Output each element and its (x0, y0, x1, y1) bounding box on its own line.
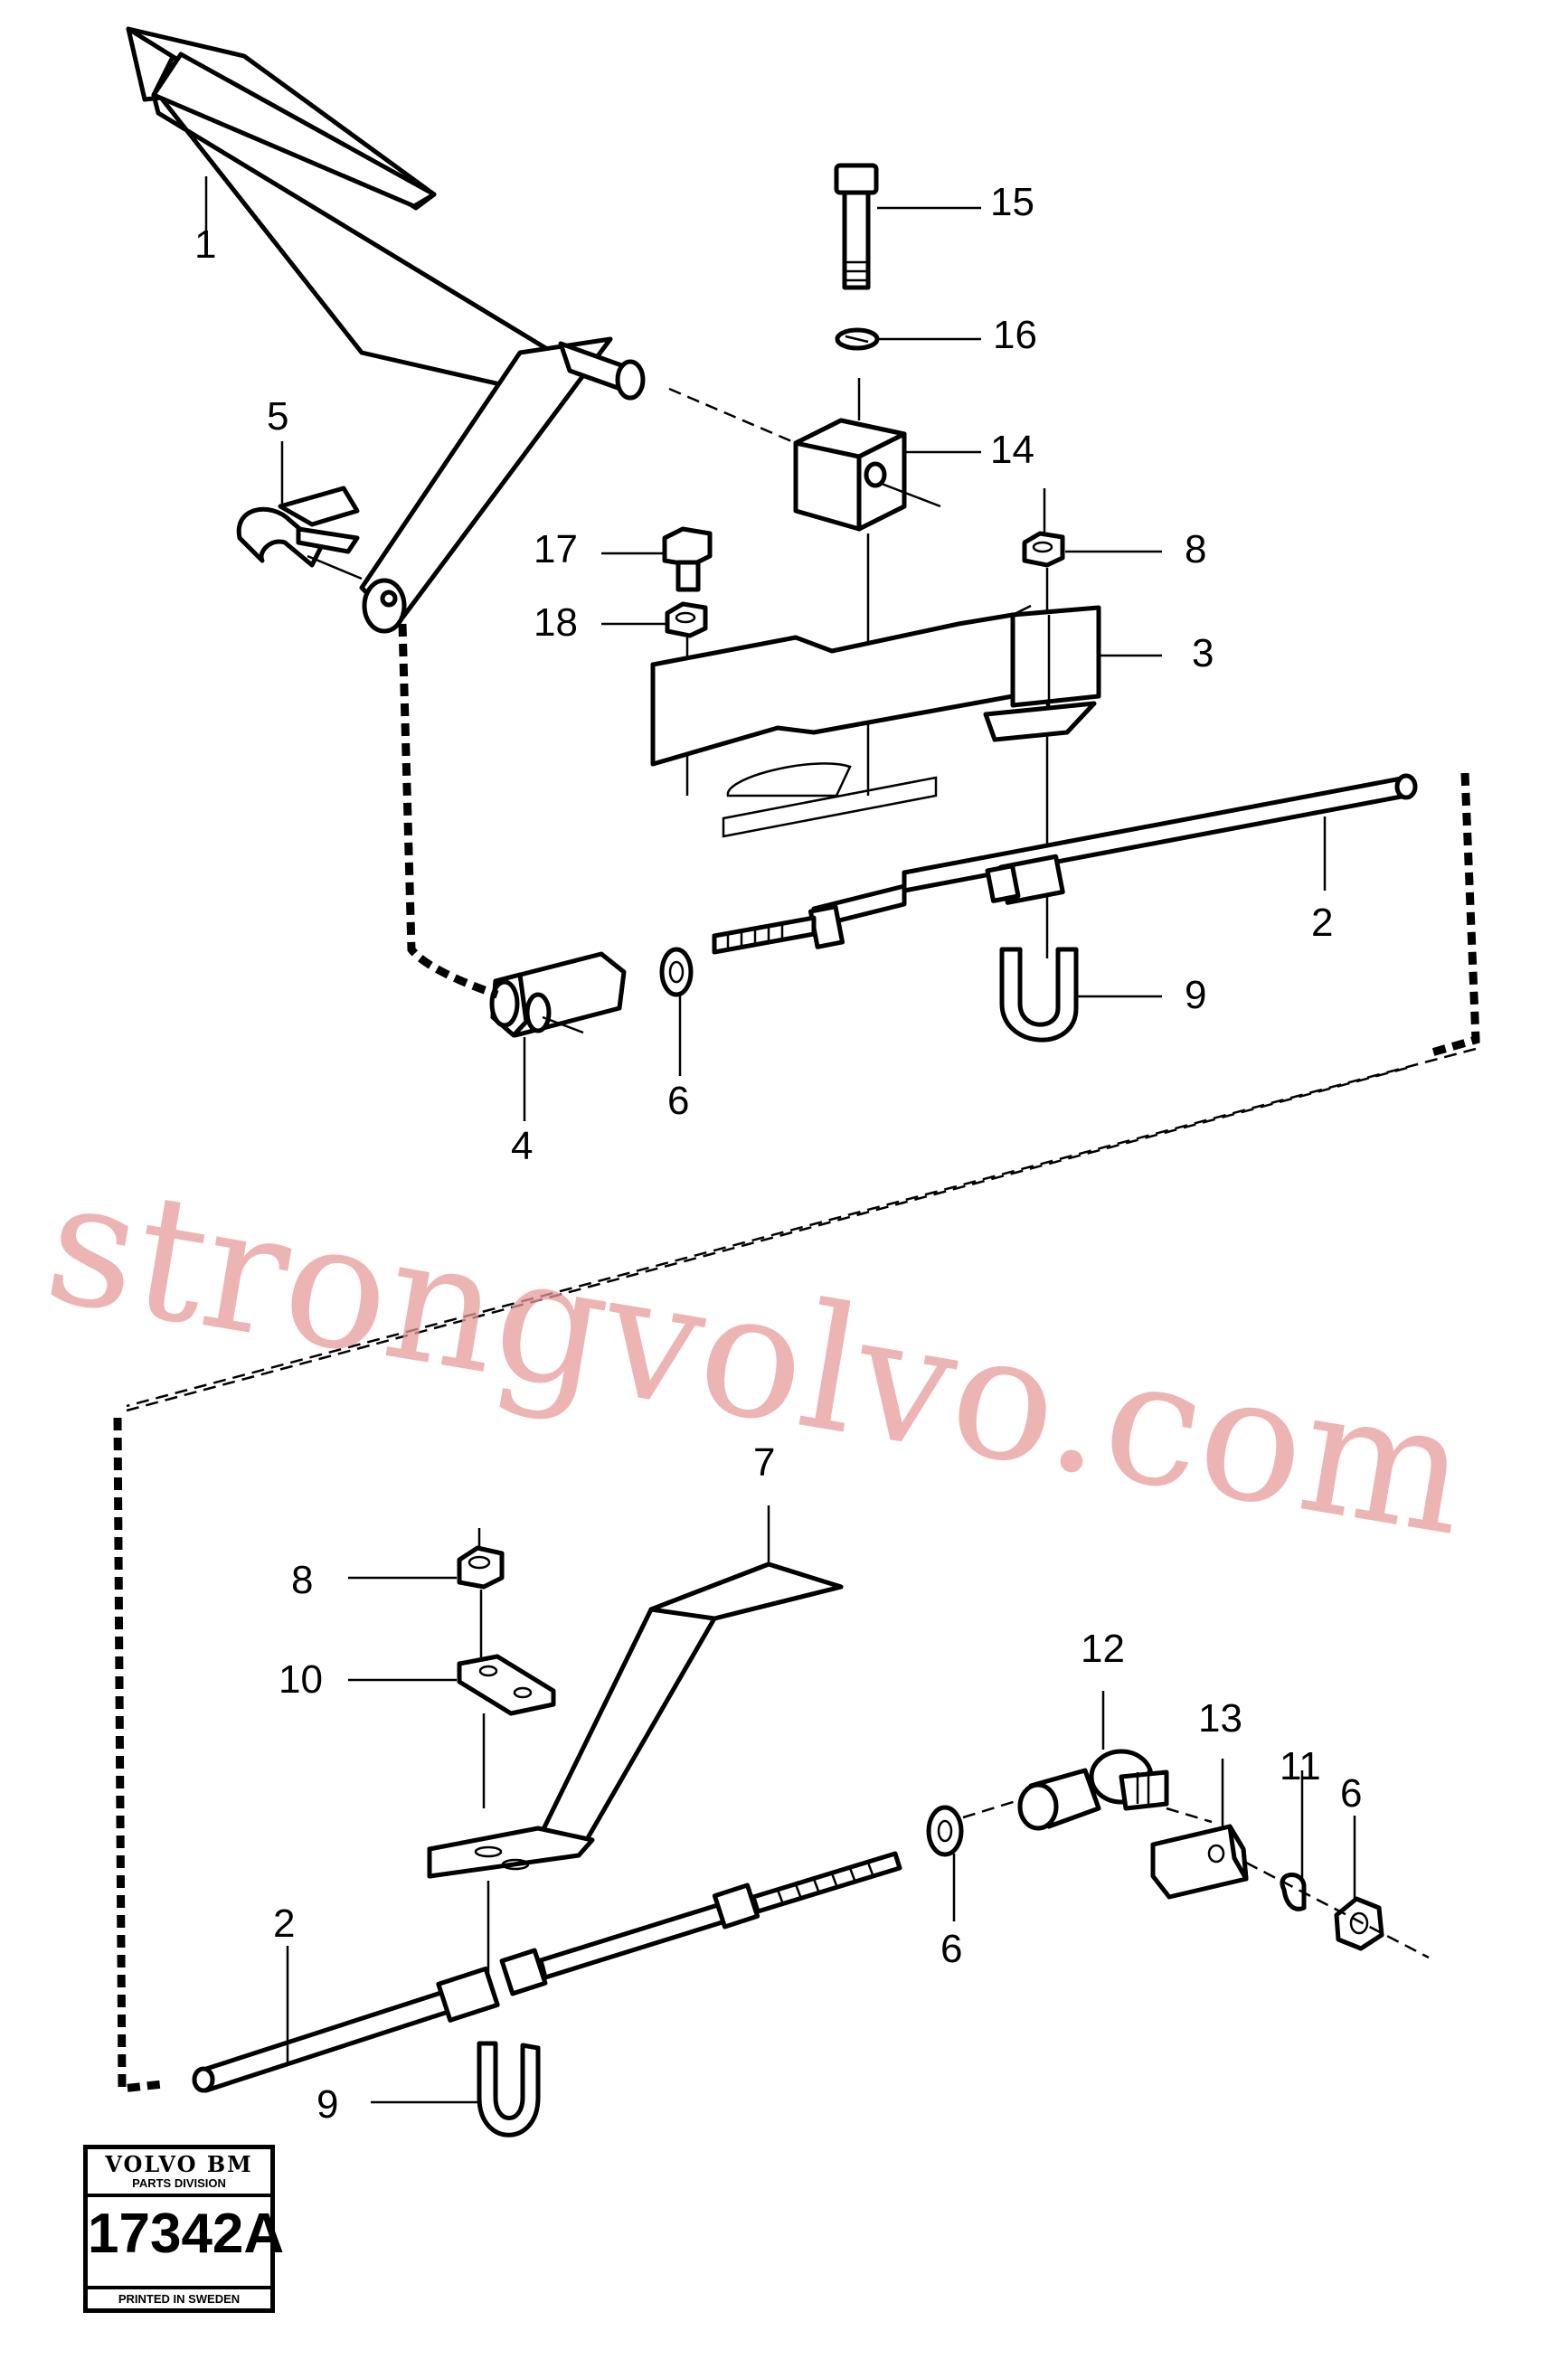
nut-part-8-lower (457, 1545, 505, 1590)
callout-6-right: 6 (1340, 1771, 1362, 1816)
u-bolt-part-9 (999, 947, 1079, 1043)
nut-part-6-right (1334, 1896, 1384, 1951)
stamp-division: PARTS DIVISION (88, 2176, 270, 2197)
cable-part-2 (712, 773, 1418, 955)
callout-18: 18 (534, 600, 578, 645)
callout-1: 1 (194, 222, 216, 267)
callout-5: 5 (267, 394, 288, 439)
callout-12: 12 (1081, 1627, 1125, 1671)
nut-part-6-lower (926, 1805, 964, 1857)
u-bolt-part-9-lower (477, 2041, 541, 2137)
callout-6: 6 (667, 1079, 689, 1123)
lever-arm-part-13 (1150, 1824, 1249, 1900)
callout-8-lower: 8 (291, 1558, 313, 1602)
callout-9: 9 (1185, 973, 1206, 1017)
nut-part-6 (659, 947, 694, 997)
callout-labels: 1 15 16 5 14 17 8 18 3 2 9 4 6 7 8 10 12… (194, 180, 1362, 2127)
bolt-part-15 (834, 163, 879, 290)
pedal-part-1 (126, 26, 646, 634)
bracket-part-3 (650, 604, 1101, 767)
callout-3: 3 (1192, 631, 1214, 675)
callout-2-lower: 2 (273, 1901, 295, 1946)
block-part-14 (793, 418, 907, 532)
callout-2: 2 (1311, 901, 1333, 945)
callout-14: 14 (990, 428, 1034, 472)
callout-6-lower: 6 (940, 1927, 962, 1971)
stamp-brand: VOLVO BM (105, 2151, 253, 2177)
callout-7: 7 (753, 1440, 775, 1485)
nut-part-8 (1022, 531, 1065, 568)
callout-8: 8 (1185, 527, 1206, 571)
washer-part-16 (835, 327, 880, 351)
clevis-part-4 (489, 951, 627, 1038)
parts-stamp: VOLVO BM PARTS DIVISION 17342A PRINTED I… (83, 2145, 285, 2313)
stamp-printed: PRINTED IN SWEDEN (88, 2286, 270, 2308)
stamp-number: 17342A (88, 2203, 285, 2265)
plate-part-10 (457, 1654, 556, 1716)
ball-joint-part-12 (1017, 1749, 1169, 1831)
callout-10: 10 (279, 1657, 323, 1702)
callout-15: 15 (990, 180, 1034, 224)
callout-17: 17 (534, 527, 578, 571)
callout-9-lower: 9 (316, 2082, 338, 2127)
nut-part-18 (665, 601, 708, 638)
callout-11: 11 (1280, 1744, 1321, 1788)
callout-13: 13 (1198, 1696, 1242, 1741)
callout-4: 4 (511, 1124, 533, 1168)
watermark-text: strongvolvo.com (34, 1140, 1481, 1574)
bolt-part-17 (662, 526, 713, 592)
cable-part-2-lower (192, 1851, 902, 2093)
bracket-part-7 (427, 1562, 844, 1879)
callout-16: 16 (993, 313, 1037, 357)
clip-part-5 (236, 486, 360, 568)
